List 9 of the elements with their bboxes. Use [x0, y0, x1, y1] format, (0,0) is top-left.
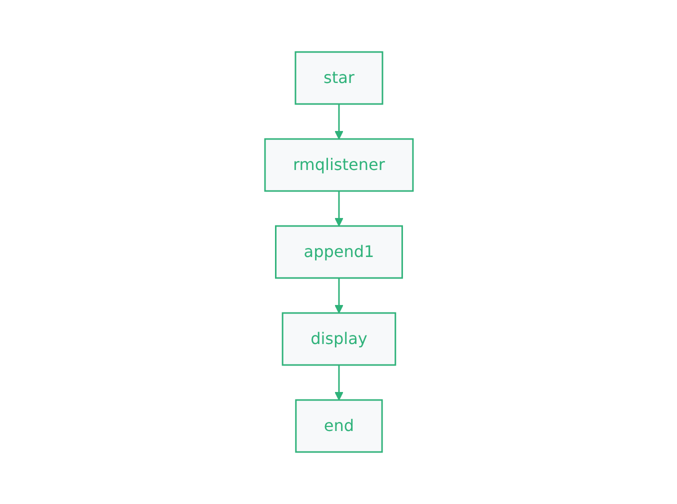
node-box: rmqlistener [264, 138, 414, 192]
arrow [334, 365, 343, 400]
arrow [334, 104, 343, 140]
node-box: append1 [274, 225, 402, 279]
node-box: end [294, 399, 382, 453]
arrow [334, 191, 343, 226]
node-box: star [294, 51, 383, 105]
arrow [334, 278, 343, 314]
node-box: display [281, 312, 396, 366]
